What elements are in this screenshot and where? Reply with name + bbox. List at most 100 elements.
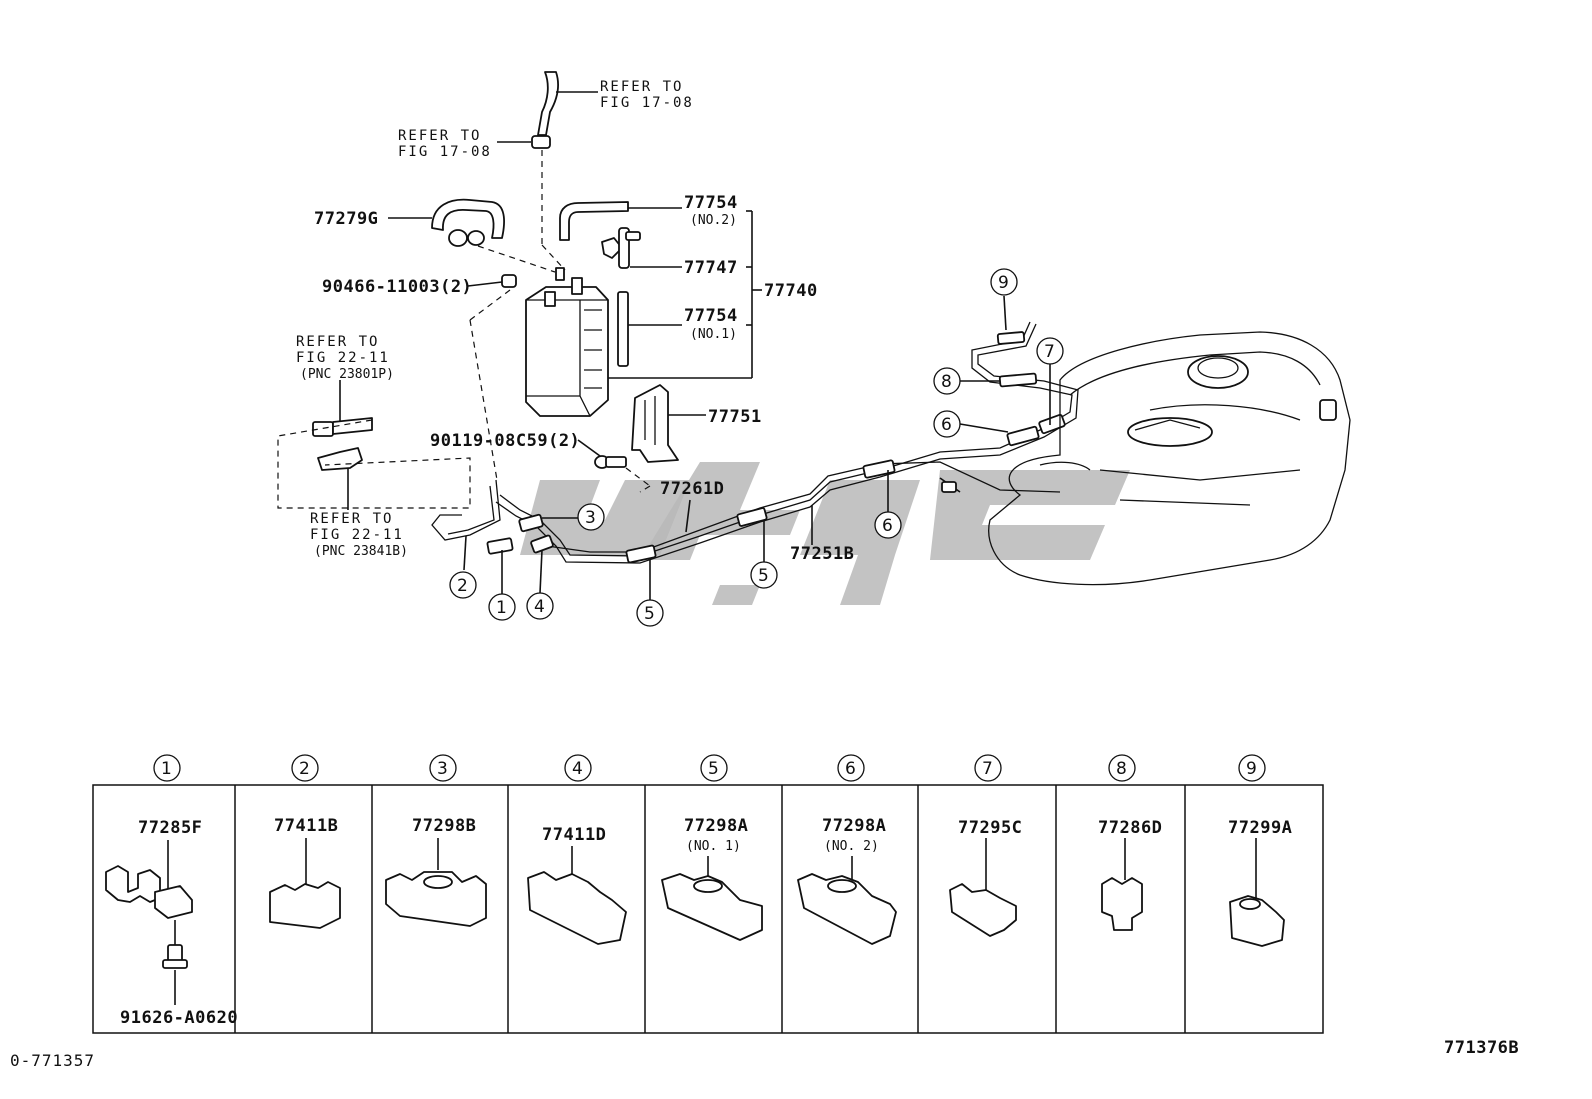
svg-text:5: 5 — [644, 604, 655, 624]
svg-text:6: 6 — [941, 415, 952, 435]
refer-label-3b: FIG 22-11 — [296, 350, 390, 366]
refer-label-4a: REFER TO — [310, 511, 393, 527]
clip-sketch-4 — [527, 846, 627, 945]
refer-label-3c: (PNC 23801P) — [300, 367, 394, 382]
table-header-4: 4 — [564, 754, 592, 782]
table-part-1: 77285F — [138, 818, 202, 838]
svg-text:7: 7 — [1044, 342, 1055, 362]
hose-77754-no1 — [617, 291, 682, 367]
footer-left-code: 0-771357 — [10, 1051, 95, 1070]
refer-label-2a: REFER TO — [398, 128, 481, 144]
hose-77279G — [388, 198, 556, 273]
table-header-8: 8 — [1108, 754, 1136, 782]
svg-text:3: 3 — [437, 759, 448, 779]
callout-circle-7: 7 — [1036, 337, 1064, 425]
table-sub-5: (NO. 1) — [686, 839, 741, 854]
label-77754-no1: 77754 — [684, 306, 738, 326]
callout-circle-9: 9 — [990, 268, 1018, 331]
callout-circle-5a: 5 — [636, 560, 664, 627]
refer-label-1b: FIG 17-08 — [600, 95, 694, 111]
label-90119: 90119-08C59(2) — [430, 431, 580, 451]
table-header-7: 7 — [974, 754, 1002, 782]
connector-23801P — [312, 380, 373, 437]
label-77747: 77747 — [684, 258, 738, 278]
table-part-7: 77295C — [958, 818, 1022, 838]
clip-sketch-8 — [1101, 838, 1143, 931]
connector-23841B — [277, 419, 471, 510]
clip-parts-table — [92, 784, 1324, 1034]
table-part-6: 77298A — [822, 816, 886, 836]
refer-label-3a: REFER TO — [296, 334, 379, 350]
svg-text:9: 9 — [998, 273, 1009, 293]
svg-text:1: 1 — [496, 598, 507, 618]
table-header-2: 2 — [291, 754, 319, 782]
valve-77747 — [601, 227, 682, 269]
table-sub-6: (NO. 2) — [824, 839, 879, 854]
clip-sketch-5 — [661, 856, 763, 941]
svg-text:6: 6 — [882, 516, 893, 536]
clip-sketch-2 — [269, 838, 341, 929]
svg-text:8: 8 — [1116, 759, 1127, 779]
clip-sketch-7 — [949, 838, 1017, 937]
svg-text:8: 8 — [941, 372, 952, 392]
label-77261D: 77261D — [660, 479, 724, 499]
svg-text:7: 7 — [982, 759, 993, 779]
table-extra-1: 91626-A0620 — [120, 1008, 238, 1028]
svg-text:2: 2 — [299, 759, 310, 779]
callout-circle-8: 8 — [933, 367, 1000, 395]
refer-label-4b: FIG 22-11 — [310, 527, 404, 543]
sub-77754-no1: (NO.1) — [690, 327, 737, 342]
label-77751: 77751 — [708, 407, 762, 427]
table-part-8: 77286D — [1098, 818, 1162, 838]
clip-sketch-6 — [797, 856, 897, 945]
watermark-logo — [520, 462, 1130, 605]
table-part-9: 77299A — [1228, 818, 1292, 838]
svg-text:9: 9 — [1246, 759, 1257, 779]
clip-sketch-3 — [385, 838, 487, 927]
svg-text:4: 4 — [534, 597, 545, 617]
table-header-1: 1 — [153, 754, 181, 782]
table-part-3: 77298B — [412, 816, 476, 836]
svg-text:1: 1 — [161, 759, 172, 779]
svg-text:4: 4 — [572, 759, 583, 779]
label-77279G: 77279G — [314, 209, 378, 229]
bolt-90119 — [577, 439, 651, 493]
callout-circle-5b: 5 — [750, 520, 778, 589]
table-header-6: 6 — [837, 754, 865, 782]
sub-77754-no2: (NO.2) — [690, 213, 737, 228]
svg-text:3: 3 — [585, 508, 596, 528]
tube-clamps — [486, 331, 1066, 564]
svg-text:6: 6 — [845, 759, 856, 779]
label-77754-no2: 77754 — [684, 193, 738, 213]
svg-text:5: 5 — [708, 759, 719, 779]
callout-circle-6b: 6 — [933, 410, 1009, 438]
fuel-tank — [988, 331, 1351, 586]
bracket-77740 — [608, 210, 762, 379]
table-header-3: 3 — [429, 754, 457, 782]
clip-sketch-9 — [1229, 838, 1285, 947]
fuel-tubes — [431, 321, 1079, 564]
top-vent-hose — [497, 71, 598, 271]
clamp-90466 — [467, 274, 517, 481]
table-part-2: 77411B — [274, 816, 338, 836]
label-77740: 77740 — [764, 281, 818, 301]
callout-circle-1: 1 — [488, 550, 516, 621]
hose-77754-no2 — [559, 201, 682, 241]
clip-sketch-1 — [105, 840, 193, 1005]
label-90466: 90466-11003(2) — [322, 277, 472, 297]
footer-right-code: 771376B — [1444, 1038, 1519, 1058]
bracket-77751 — [631, 384, 706, 463]
callout-circle-6a: 6 — [874, 470, 902, 539]
table-header-9: 9 — [1238, 754, 1266, 782]
table-part-5: 77298A — [684, 816, 748, 836]
callout-circle-3: 3 — [542, 503, 605, 531]
refer-label-2b: FIG 17-08 — [398, 144, 492, 160]
label-77251B: 77251B — [790, 544, 854, 564]
table-header-5: 5 — [700, 754, 728, 782]
callout-circle-4: 4 — [526, 549, 554, 620]
svg-text:5: 5 — [758, 566, 769, 586]
refer-label-1a: REFER TO — [600, 79, 683, 95]
svg-text:2: 2 — [457, 576, 468, 596]
callout-circle-2: 2 — [449, 535, 477, 599]
